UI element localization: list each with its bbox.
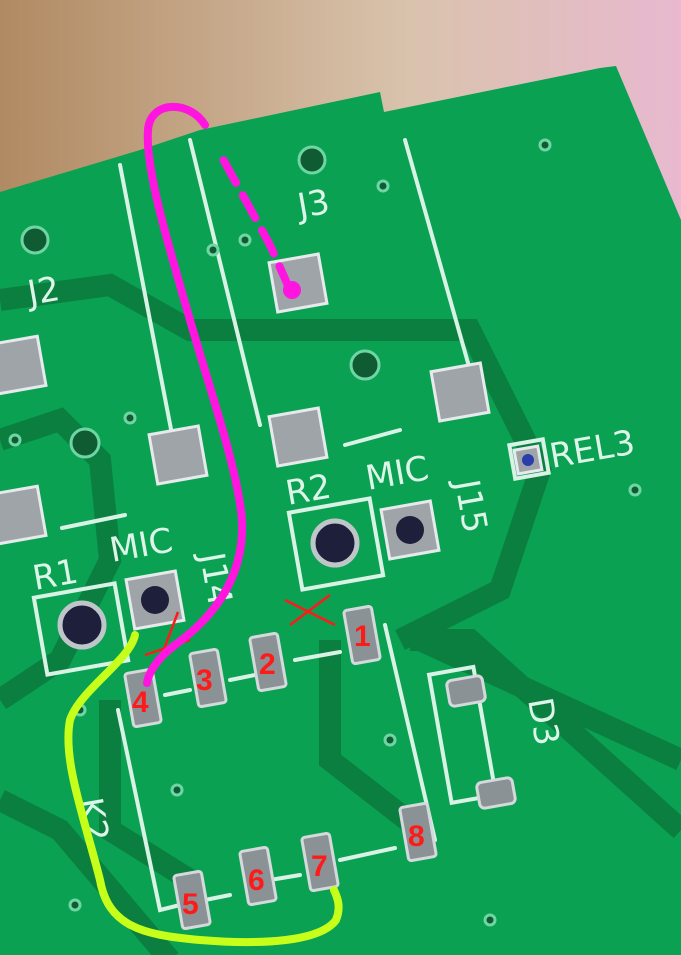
label-d3: D3 — [519, 695, 567, 749]
pin-number-1: 1 — [354, 620, 371, 653]
label-j2: J2 — [23, 269, 63, 314]
pin-number-5: 5 — [182, 888, 199, 921]
through-hole-pads — [0, 252, 544, 650]
pin-number-8: 8 — [408, 820, 425, 853]
magenta-wire — [143, 102, 247, 687]
yellow-wire — [64, 631, 343, 947]
pin-number-6: 6 — [248, 864, 265, 897]
pin-number-2: 2 — [259, 648, 276, 681]
label-r1: R1 — [30, 552, 82, 599]
pcb-board — [0, 66, 681, 955]
pin-number-7: 7 — [311, 850, 328, 883]
label-j15: J15 — [446, 475, 495, 536]
pin-number-4: 4 — [132, 686, 149, 719]
label-j3: J3 — [293, 182, 333, 227]
pin-number-3: 3 — [196, 664, 213, 697]
magenta-wire-dashed — [214, 146, 294, 294]
mounting-holes — [8, 138, 642, 927]
smd-pads — [123, 604, 517, 931]
label-r2: R2 — [283, 467, 335, 514]
magenta-wire-end — [283, 281, 301, 299]
silkscreen-lines — [31, 138, 552, 913]
copper-traces — [0, 273, 681, 955]
